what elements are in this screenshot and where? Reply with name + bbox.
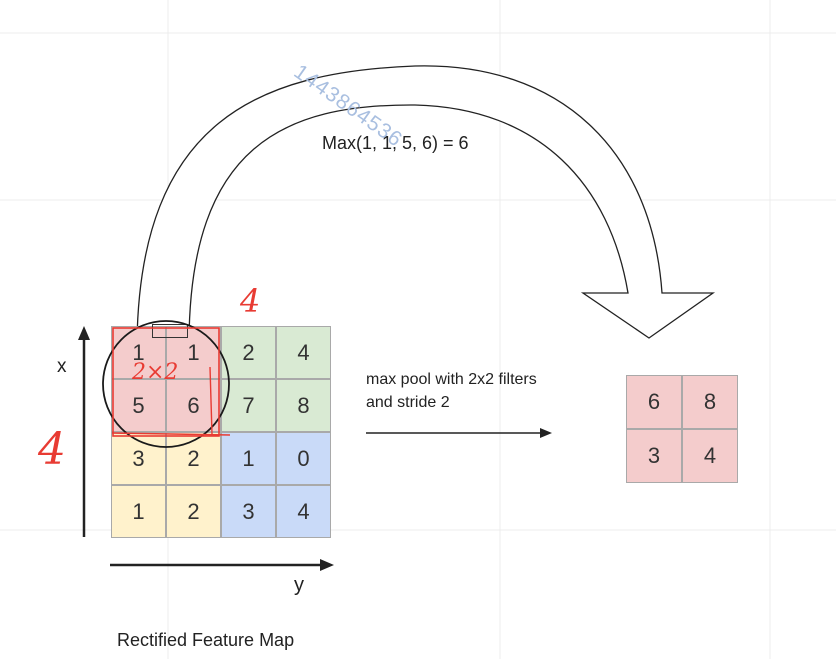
handwritten-window-size: 2×2 — [132, 360, 179, 385]
pooled-map-cell: 8 — [682, 375, 738, 429]
feature-map-cell: 0 — [276, 432, 331, 485]
operation-label-line2: and stride 2 — [366, 394, 450, 411]
feature-map-cell: 2 — [166, 485, 221, 538]
max-formula: Max(1, 1, 5, 6) = 6 — [322, 133, 469, 153]
y-axis-arrowhead — [320, 559, 334, 571]
pooled-map-cell: 6 — [626, 375, 682, 429]
handwritten-size-top: 4 — [240, 282, 261, 320]
feature-map-caption: Rectified Feature Map — [117, 630, 295, 650]
y-axis-label: y — [294, 574, 304, 596]
operation-arrowhead — [540, 428, 552, 438]
feature-map-cell: 4 — [276, 485, 331, 538]
feature-map-cell: 3 — [221, 485, 276, 538]
x-axis-arrowhead — [78, 326, 90, 340]
feature-map-cell: 2 — [221, 326, 276, 379]
x-axis-label: x — [57, 356, 67, 377]
pooling-window-box — [112, 327, 220, 437]
feature-map-cell: 8 — [276, 379, 331, 432]
feature-map-cell: 1 — [221, 432, 276, 485]
pooling-window-circle — [102, 320, 230, 448]
pooled-map-cell: 4 — [682, 429, 738, 483]
feature-map-cell: 1 — [111, 326, 166, 379]
feature-map-cell: 4 — [276, 326, 331, 379]
feature-map-cell: 7 — [221, 379, 276, 432]
pooled-map-cell: 3 — [626, 429, 682, 483]
operation-label-line1: max pool with 2x2 filters — [366, 371, 537, 388]
handwritten-size-left: 4 — [38, 424, 66, 475]
feature-map-cell: 5 — [111, 379, 166, 432]
feature-map-cell: 1 — [111, 485, 166, 538]
arrow-anchor-box — [152, 324, 188, 338]
